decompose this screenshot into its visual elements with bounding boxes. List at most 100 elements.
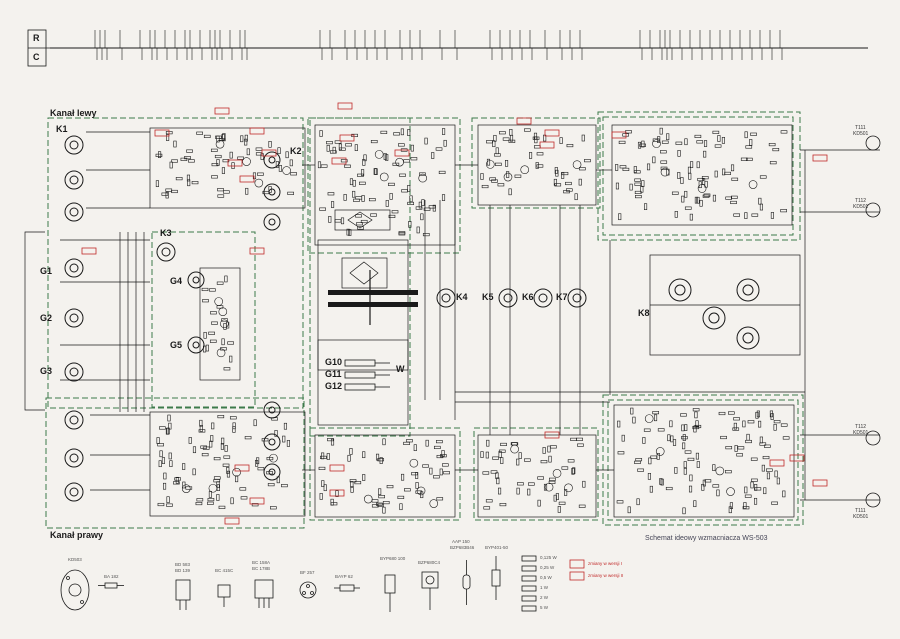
resistor-symbol	[401, 189, 408, 193]
resistor-symbol	[634, 190, 642, 195]
resistor-symbol	[192, 446, 197, 454]
resistor-symbol	[621, 434, 625, 442]
resistor-symbol	[184, 156, 191, 160]
resistor-symbol	[630, 407, 634, 415]
resistor-symbol	[712, 484, 720, 488]
resistor-symbol	[681, 195, 685, 203]
resistor-symbol	[554, 183, 562, 187]
resistor-symbol	[404, 488, 411, 492]
resistor-symbol	[346, 228, 350, 236]
resistor-symbol	[750, 457, 758, 461]
resistor-symbol	[415, 482, 419, 489]
resistor-symbol	[187, 179, 191, 187]
resistor-symbol	[548, 455, 552, 463]
legend-part-label: BYP680 100	[380, 556, 406, 561]
legend-part-label: BAYP 62	[335, 574, 353, 579]
resistor-symbol	[657, 428, 665, 432]
resistor-symbol	[440, 454, 447, 458]
resistor-symbol	[382, 506, 386, 514]
resistor-symbol	[216, 305, 224, 309]
resistor-symbol	[362, 451, 366, 459]
resistor-symbol	[226, 470, 231, 478]
resistor-symbol	[317, 161, 322, 169]
resistor-symbol	[361, 169, 365, 176]
resistor-symbol	[158, 151, 162, 158]
resistor-symbol	[421, 199, 425, 206]
resistor-symbol	[489, 177, 496, 181]
resistor-symbol	[680, 413, 687, 417]
resistor-symbol	[155, 180, 159, 187]
resistor-symbol	[344, 164, 351, 168]
resistor-symbol	[323, 484, 327, 492]
resistor-symbol	[330, 438, 335, 446]
resistor-symbol	[702, 194, 710, 198]
resistor-symbol	[731, 177, 739, 181]
resistor-symbol	[327, 192, 335, 196]
legend-resistor-label: 0,25 W	[540, 565, 555, 570]
resistor-symbol	[680, 177, 684, 184]
revision-tag	[611, 131, 627, 139]
resistor-symbol	[224, 275, 228, 283]
resistor-symbol	[694, 134, 702, 138]
t111-top-label: T111	[855, 125, 866, 131]
resistor-symbol	[318, 466, 326, 470]
resistor-symbol	[251, 503, 259, 507]
connector-k4-label: K4	[456, 292, 468, 302]
legend-note-label: zmiany w wersji I	[588, 561, 623, 566]
resistor-symbol	[240, 135, 244, 143]
revision-tag	[249, 247, 265, 255]
revision-tag	[329, 489, 345, 497]
resistor-symbol	[428, 205, 436, 209]
resistor-symbol	[166, 134, 170, 141]
resistor-symbol	[192, 468, 196, 476]
resistor-symbol	[670, 435, 674, 443]
resistor-symbol	[509, 134, 514, 142]
transistor-symbol	[715, 466, 725, 476]
resistor-symbol	[751, 478, 758, 482]
revision-tag	[329, 464, 345, 472]
resistor-symbol	[431, 152, 435, 159]
resistor-symbol	[745, 439, 752, 444]
resistor-symbol	[697, 177, 704, 182]
resistor-symbol	[641, 180, 645, 187]
resistor-symbol	[287, 191, 294, 195]
resistor-symbol	[506, 171, 510, 178]
resistor-symbol	[257, 467, 265, 471]
resistor-symbol	[283, 422, 288, 430]
resistor-symbol	[543, 483, 548, 491]
revision-tag	[249, 497, 265, 505]
resistor-symbol	[370, 140, 378, 144]
resistor-symbol	[576, 437, 583, 441]
resistor-symbol	[388, 214, 396, 218]
resistor-symbol	[436, 497, 444, 501]
resistor-symbol	[425, 439, 429, 447]
resistor-symbol	[681, 424, 685, 432]
resistor-symbol	[505, 160, 509, 167]
resistor-symbol	[182, 463, 186, 470]
resistor-symbol	[408, 221, 412, 228]
resistor-symbol	[540, 460, 548, 464]
resistor-symbol	[616, 500, 624, 504]
resistor-symbol	[746, 157, 753, 161]
resistor-symbol	[386, 485, 394, 489]
resistor-symbol	[718, 411, 726, 416]
resistor-symbol	[246, 148, 250, 156]
revision-tag	[224, 517, 240, 525]
resistor-symbol	[156, 437, 160, 444]
resistor-symbol	[159, 426, 166, 430]
resistor-symbol	[665, 486, 673, 491]
legend-resistor-label: 0,5 W	[540, 575, 552, 580]
pot-g2-label: G2	[40, 313, 53, 323]
resistor-symbol	[211, 175, 218, 179]
resistor-symbol	[656, 453, 660, 460]
resistor-symbol	[480, 173, 484, 180]
resistor-symbol	[499, 503, 507, 507]
resistor-symbol	[682, 434, 686, 441]
resistor-symbol	[527, 488, 531, 496]
resistor-symbol	[379, 457, 383, 464]
resistor-symbol	[343, 194, 347, 201]
resistor-symbol	[554, 167, 558, 174]
connector-k8-label: K8	[638, 308, 650, 318]
resistor-symbol	[480, 451, 484, 458]
